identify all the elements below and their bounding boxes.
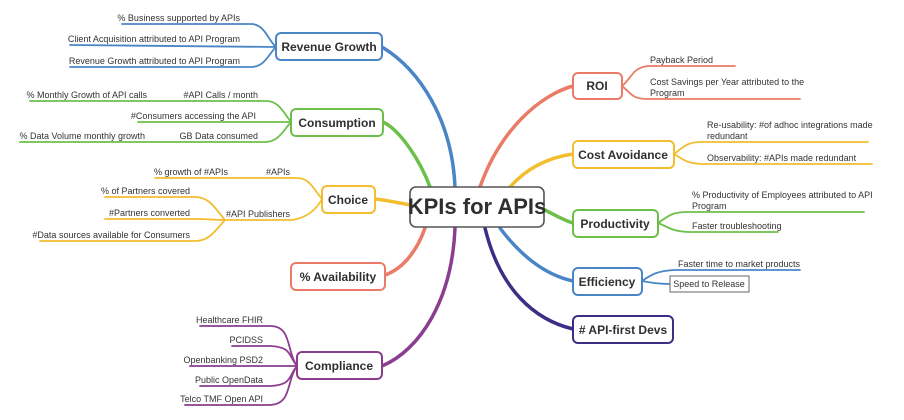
topic-consumption[interactable]: Consumption (290, 108, 384, 137)
connector-choice-partners-covered (104, 196, 226, 221)
connector-revenue-1 (121, 23, 277, 48)
branch-revenue-growth (380, 45, 457, 189)
connector-cost-2 (673, 153, 873, 165)
topic-cost-avoidance[interactable]: Cost Avoidance (572, 140, 675, 169)
topic-compliance[interactable]: Compliance (296, 351, 383, 380)
leaf-apis: #APIs (266, 167, 291, 177)
leaf-openbanking: Openbanking PSD2 (183, 355, 263, 365)
leaf-speed-to-release-box[interactable]: Speed to Release (669, 275, 750, 293)
leaf-cost-savings-line1: Cost Savings per Year attributed to the (650, 77, 804, 87)
connector-consumption-data (19, 121, 292, 143)
branch-api-first (483, 226, 575, 331)
leaf-speed-to-release: Speed to Release (673, 279, 745, 289)
connector-productivity-1 (657, 211, 865, 224)
topic-roi-label: ROI (586, 79, 607, 93)
leaf-healthcare-fhir: Healthcare FHIR (196, 315, 264, 325)
topic-productivity[interactable]: Productivity (572, 209, 659, 238)
topic-choice-label: Choice (328, 193, 368, 207)
connector-revenue-2 (69, 44, 277, 48)
connector-choice-data-sources (39, 219, 226, 242)
leaf-client-acquisition: Client Acquisition attributed to API Pro… (68, 34, 240, 44)
connector-roi-2 (621, 85, 801, 100)
topic-choice[interactable]: Choice (321, 185, 376, 214)
connector-choice-publishers (224, 198, 323, 221)
connector-productivity-2 (657, 222, 779, 233)
leaf-gb-data: GB Data consumed (179, 131, 258, 141)
leaf-monthly-growth: % Monthly Growth of API calls (26, 90, 147, 100)
topic-api-first-devs-label: # API-first Devs (579, 323, 668, 337)
branch-cost-avoidance (508, 152, 575, 189)
topic-efficiency-label: Efficiency (579, 275, 636, 289)
connector-revenue-3 (69, 46, 277, 68)
leaf-partners-covered: % of Partners covered (101, 186, 190, 196)
topic-compliance-label: Compliance (305, 359, 373, 373)
topic-revenue-growth[interactable]: Revenue Growth (275, 32, 383, 61)
branch-availability (383, 226, 427, 277)
branch-roi (478, 84, 575, 189)
leaf-business-supported: % Business supported by APIs (117, 13, 240, 23)
connector-efficiency-1 (641, 269, 801, 282)
branch-compliance (380, 226, 457, 368)
leaf-data-sources: #Data sources available for Consumers (32, 230, 190, 240)
topic-roi[interactable]: ROI (572, 72, 623, 100)
connector-roi-1 (621, 65, 736, 87)
topic-cost-avoidance-label: Cost Avoidance (578, 148, 668, 162)
leaf-productivity-line2: Program (692, 201, 727, 211)
leaf-partners-converted: #Partners converted (109, 208, 190, 218)
center-title: KPIs for APIs (408, 194, 547, 219)
topic-productivity-label: Productivity (580, 217, 650, 231)
connector-compliance-2 (231, 345, 298, 367)
leaf-observability: Observability: #APIs made redundant (707, 153, 857, 163)
leaf-reusability-line2: redundant (707, 131, 748, 141)
leaf-faster-troubleshooting: Faster troubleshooting (692, 221, 782, 231)
topic-efficiency[interactable]: Efficiency (572, 267, 643, 296)
leaf-connectors (19, 23, 873, 406)
connector-choice-partners-converted (104, 218, 226, 221)
topic-availability-label: % Availability (300, 270, 377, 284)
leaf-data-volume: % Data Volume monthly growth (19, 131, 145, 141)
topic-revenue-growth-label: Revenue Growth (281, 40, 376, 54)
leaf-cost-savings-line2: Program (650, 88, 685, 98)
leaf-reusability-line1: Re-usability: #of adhoc integrations mad… (707, 120, 873, 130)
leaf-api-publishers: #API Publishers (226, 209, 291, 219)
leaf-pcidss: PCIDSS (229, 335, 263, 345)
leaf-payback-period: Payback Period (650, 55, 713, 65)
connector-consumption-calls (29, 100, 292, 123)
connector-compliance-5 (184, 365, 298, 406)
connector-cost-1 (673, 141, 869, 155)
leaf-growth-apis: % growth of #APIs (154, 167, 229, 177)
topic-availability[interactable]: % Availability (290, 262, 386, 291)
center-node[interactable]: KPIs for APIs (408, 186, 547, 228)
leaf-time-to-market: Faster time to market products (678, 259, 801, 269)
branch-productivity (543, 208, 575, 225)
branch-efficiency (498, 226, 575, 283)
branch-consumption (381, 120, 432, 189)
leaf-telco-tmf: Telco TMF Open API (180, 394, 263, 404)
connector-choice-apis (154, 177, 323, 200)
connector-efficiency-2 (641, 280, 671, 285)
leaf-revenue-attributed: Revenue Growth attributed to API Program (69, 56, 240, 66)
branch-choice (373, 197, 412, 207)
leaf-public-opendata: Public OpenData (195, 375, 263, 385)
leaf-consumers-accessing: #Consumers accessing the API (131, 111, 256, 121)
leaf-api-calls-month: #API Calls / month (183, 90, 258, 100)
leaf-productivity-line1: % Productivity of Employees attributed t… (692, 190, 873, 200)
topic-api-first-devs[interactable]: # API-first Devs (572, 315, 674, 344)
branch-curves (373, 45, 575, 368)
topic-consumption-label: Consumption (298, 116, 375, 130)
